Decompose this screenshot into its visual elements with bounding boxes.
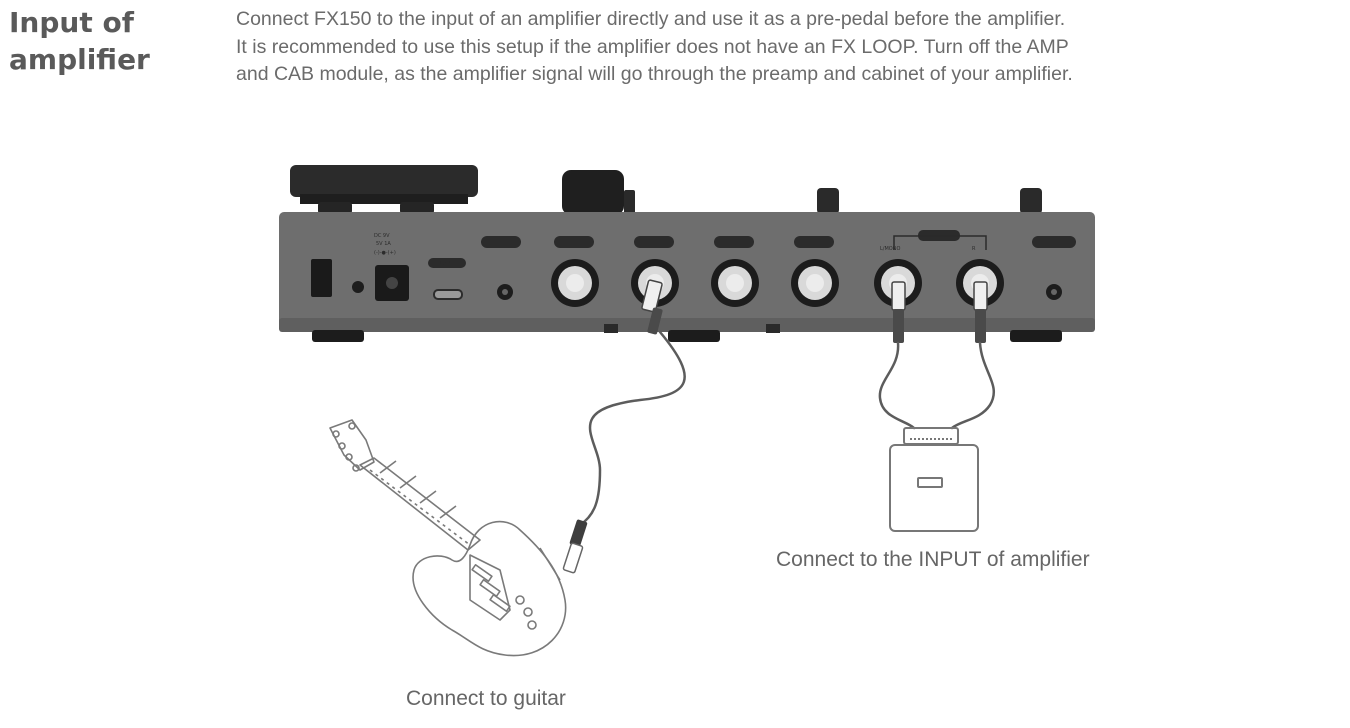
power-button bbox=[352, 281, 364, 293]
description: Connect FX150 to the input of an amplifi… bbox=[236, 6, 1346, 89]
jack-ctrl bbox=[551, 259, 599, 307]
power-switch bbox=[311, 259, 332, 297]
svg-text:DC 9V: DC 9V bbox=[374, 233, 390, 239]
svg-text:R: R bbox=[972, 246, 976, 252]
guitar-body bbox=[412, 520, 567, 657]
main-knob bbox=[562, 170, 624, 215]
cables bbox=[578, 330, 996, 527]
section-title-line-1: Input of bbox=[9, 6, 134, 39]
amplifier-caption: Connect to the INPUT of amplifier bbox=[776, 548, 1090, 571]
plug-output-right bbox=[973, 281, 988, 343]
plug-input bbox=[641, 279, 663, 335]
section-title-line-2: amplifier bbox=[9, 43, 150, 76]
svg-text:USB: USB bbox=[440, 261, 451, 267]
footswitch-right bbox=[1020, 188, 1042, 214]
guitar-cable bbox=[578, 330, 686, 527]
fx150-device: DC 9V 5V 1A (-)-●-(+) USB L/MONO R bbox=[279, 165, 1095, 343]
amp-cable-right bbox=[950, 341, 996, 430]
guitar-neck bbox=[359, 457, 481, 551]
guitar-caption: Connect to guitar bbox=[406, 687, 566, 710]
description-line-3: and CAB module, as the amplifier signal … bbox=[236, 63, 1073, 85]
description-line-2: It is recommended to use this setup if t… bbox=[236, 35, 1069, 58]
svg-text:(-)-●-(+): (-)-●-(+) bbox=[374, 250, 396, 256]
guitar-icon bbox=[329, 419, 567, 657]
guitar-headstock bbox=[329, 419, 375, 471]
section-title: Input of amplifier bbox=[9, 4, 219, 78]
usb-port bbox=[433, 289, 463, 300]
svg-text:5V 1A: 5V 1A bbox=[376, 241, 391, 247]
svg-text:L/MONO: L/MONO bbox=[880, 246, 900, 252]
footswitch-left bbox=[817, 188, 839, 214]
amp-cable-left bbox=[878, 341, 916, 430]
jack-return bbox=[791, 259, 839, 307]
description-line-1: Connect FX150 to the input of an amplifi… bbox=[236, 8, 1066, 30]
amplifier-icon bbox=[889, 427, 979, 532]
guitar-plug bbox=[562, 519, 588, 574]
jack-send bbox=[711, 259, 759, 307]
expression-pedal bbox=[290, 165, 478, 197]
plug-output-left bbox=[891, 281, 906, 343]
